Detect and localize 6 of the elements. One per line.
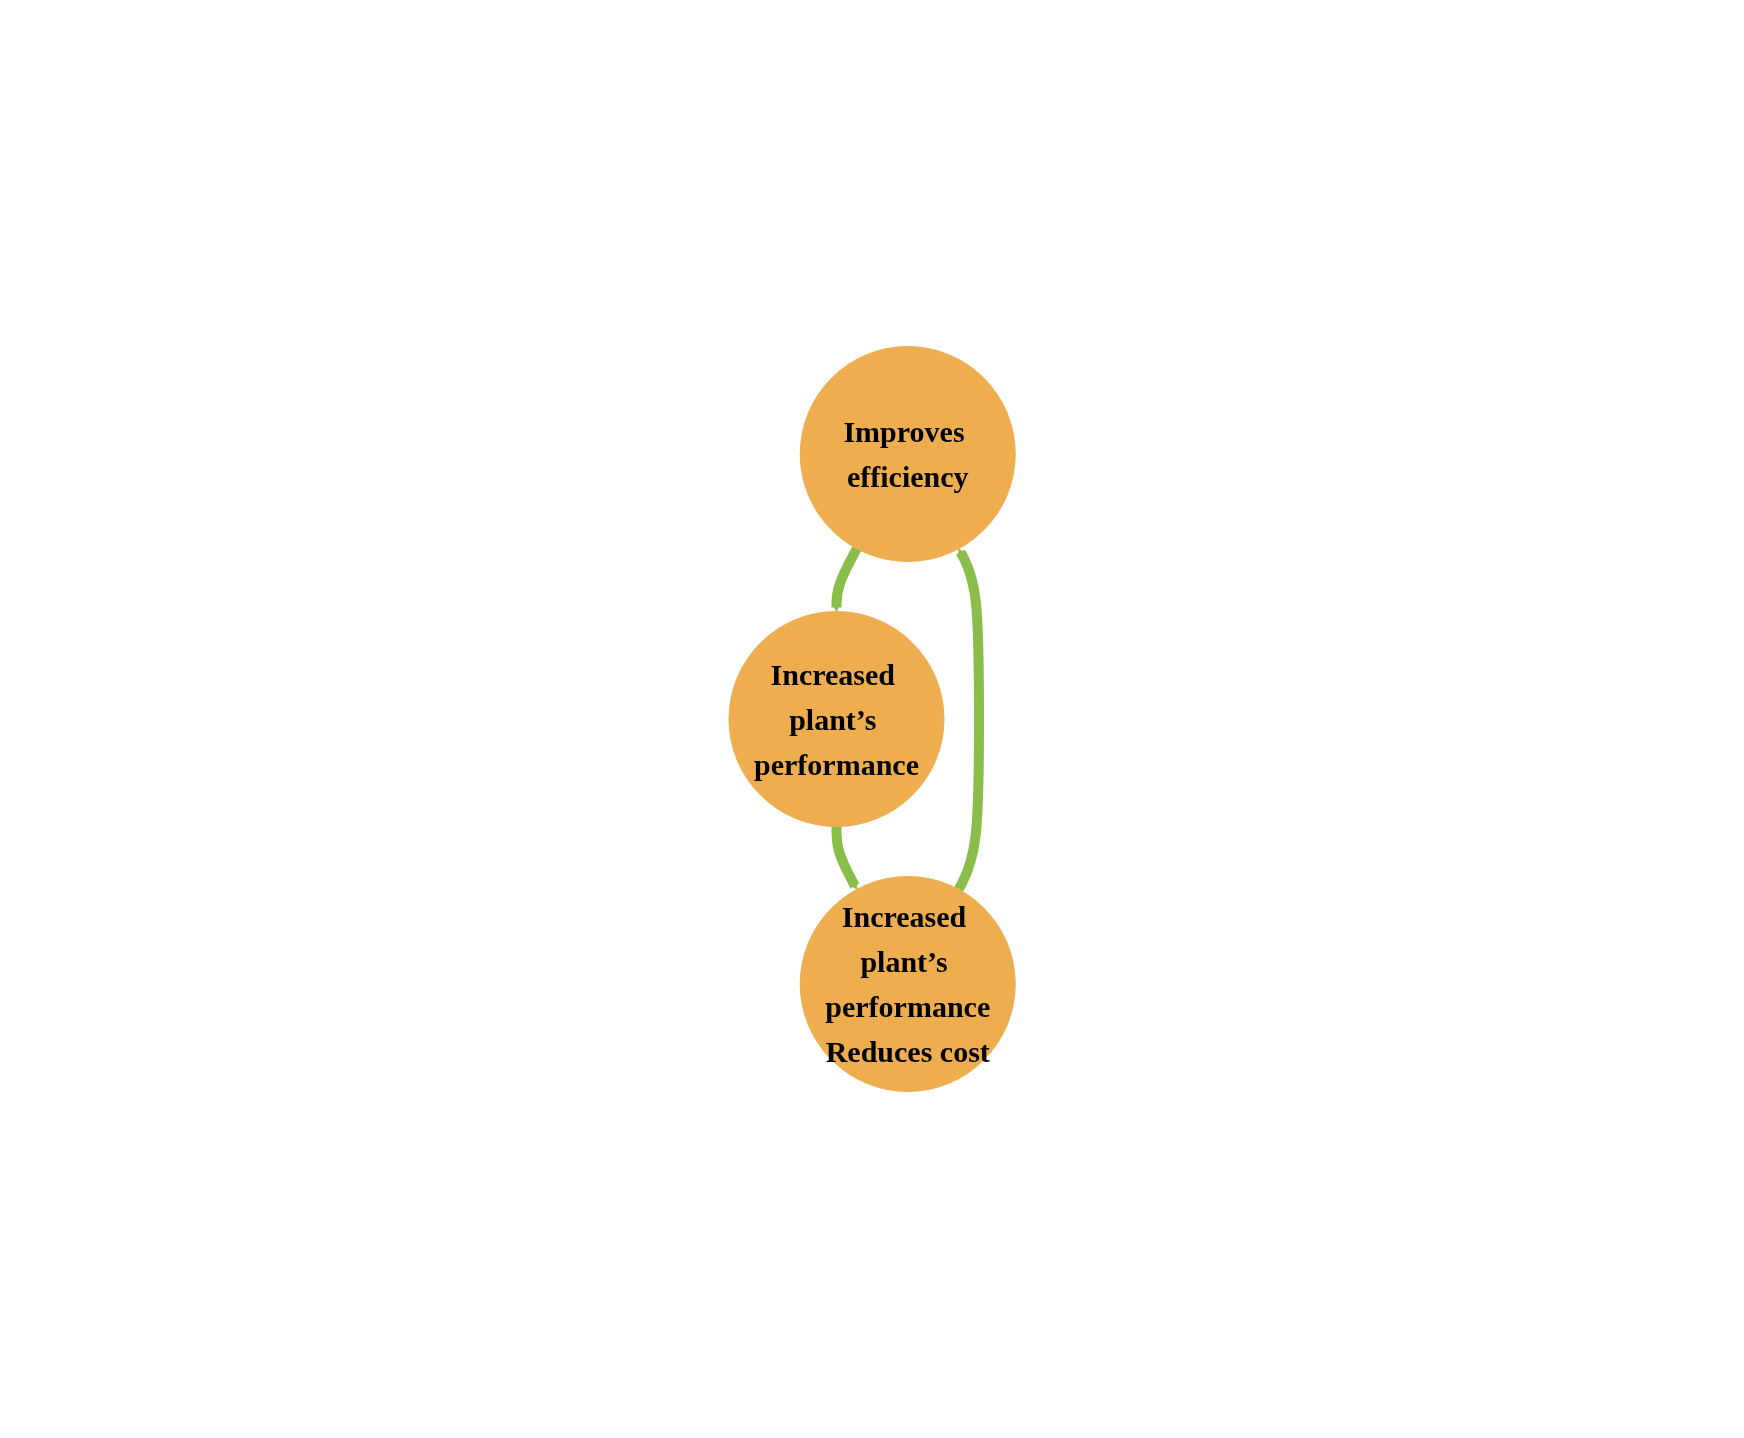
arrow <box>831 546 862 612</box>
arrow <box>954 548 984 892</box>
node-circle: Increased plant’s performance Reduces cost <box>799 876 1016 1092</box>
arrow <box>831 825 860 890</box>
node-circle: Increased plant’s performance <box>728 611 945 827</box>
node-circle: Improves efficiency <box>799 346 1016 562</box>
